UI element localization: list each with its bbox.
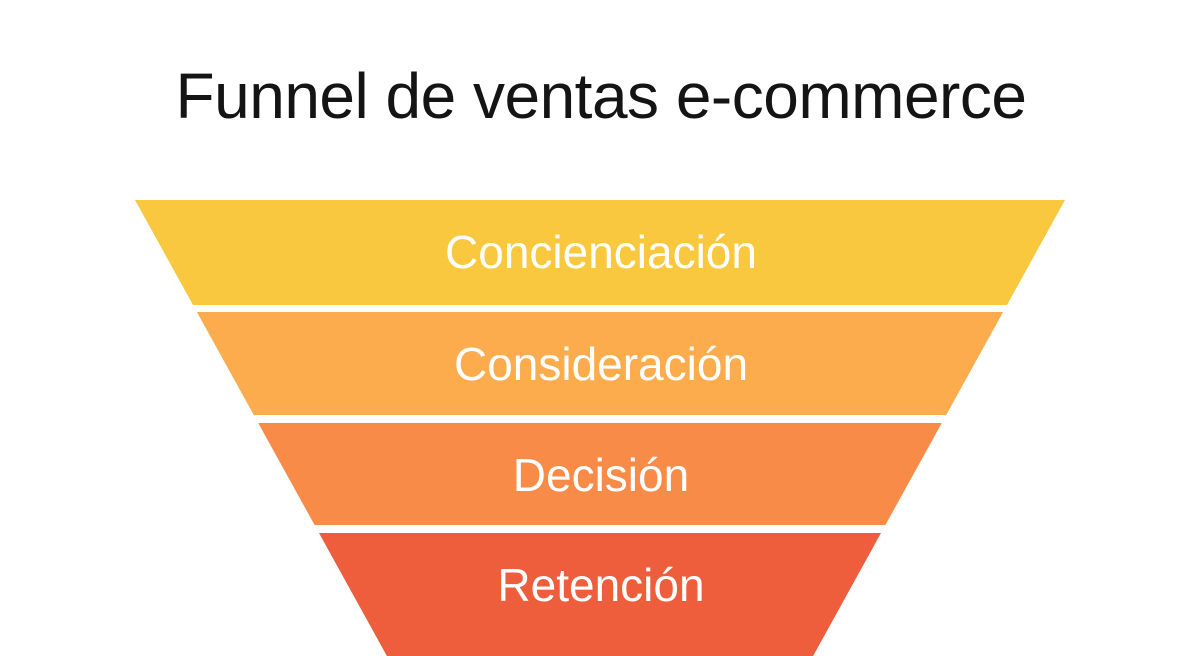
page-title: Funnel de ventas e-commerce [175,60,1027,132]
funnel-stage-shape [258,423,942,525]
funnel-stage-shape [196,312,1004,415]
funnel-stage-label: Retención [497,559,704,611]
funnel-stage-label: Decisión [513,449,689,501]
funnel-stage-label: Consideración [454,338,748,390]
funnel-stage-shape [319,533,881,656]
funnel-stage-label: Concienciación [445,226,757,278]
funnel-stage-shape [135,200,1065,305]
